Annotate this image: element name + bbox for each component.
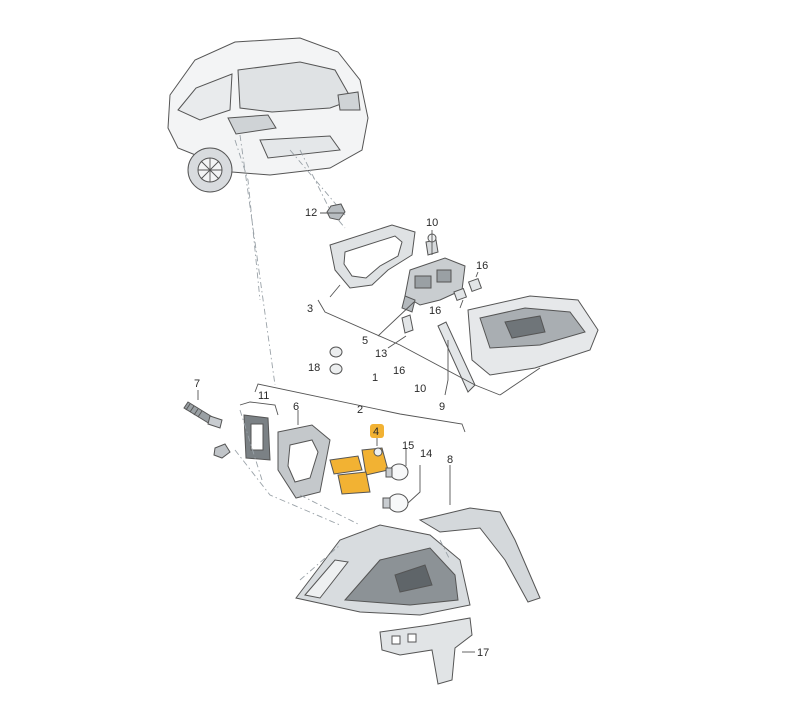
callout-10-lower: 10 bbox=[414, 383, 426, 395]
lower-leader-lines bbox=[234, 409, 451, 561]
callout-3: 3 bbox=[307, 303, 313, 315]
callout-8: 8 bbox=[447, 454, 453, 466]
callout-15: 15 bbox=[402, 440, 414, 452]
tail-light-inner-1 bbox=[467, 295, 599, 376]
trim-panel-8 bbox=[418, 465, 541, 603]
callout-17: 17 bbox=[477, 647, 489, 659]
bulb-15 bbox=[385, 448, 409, 481]
clip-nut bbox=[213, 443, 231, 459]
bracket-17 bbox=[379, 617, 475, 685]
callout-13: 13 bbox=[375, 348, 387, 360]
bulb-socket-4 bbox=[329, 424, 389, 495]
callout-16-right: 16 bbox=[476, 260, 488, 272]
callout-16-mid: 16 bbox=[429, 305, 441, 317]
callout-2: 2 bbox=[357, 404, 363, 416]
bulb-13 bbox=[401, 314, 414, 334]
callout-9: 9 bbox=[439, 401, 445, 413]
callout-1: 1 bbox=[372, 372, 378, 384]
callout-18: 18 bbox=[308, 362, 320, 374]
callout-6: 6 bbox=[293, 401, 299, 413]
callout-11: 11 bbox=[258, 390, 269, 402]
car-illustration bbox=[167, 37, 369, 193]
callout-7: 7 bbox=[194, 378, 200, 390]
lower-group-bracket bbox=[239, 383, 466, 433]
bulb-16-a bbox=[467, 277, 483, 293]
bulb-14 bbox=[382, 465, 421, 513]
callout-4: 4 bbox=[373, 426, 379, 438]
callout-16-lower: 16 bbox=[393, 365, 405, 377]
callout-labels: 12 10 16 3 16 5 13 18 1 16 10 9 7 11 6 2… bbox=[194, 207, 489, 659]
bulb-16-b bbox=[453, 287, 468, 302]
seal-frame-6 bbox=[277, 410, 331, 499]
gasket-3 bbox=[329, 224, 416, 289]
callout-10-upper: 10 bbox=[426, 217, 438, 229]
tail-light-outer-2 bbox=[295, 524, 471, 616]
callout-12: 12 bbox=[305, 207, 317, 219]
bulb-carrier-5 bbox=[401, 257, 466, 313]
nut-12 bbox=[326, 203, 346, 221]
upper-group-bracket bbox=[317, 212, 541, 396]
callout-14: 14 bbox=[420, 448, 432, 460]
callout-5: 5 bbox=[362, 335, 368, 347]
clips-18 bbox=[329, 346, 343, 375]
car-leader-lines bbox=[234, 134, 346, 386]
gasket-11 bbox=[243, 414, 271, 461]
screw-7 bbox=[183, 390, 223, 429]
